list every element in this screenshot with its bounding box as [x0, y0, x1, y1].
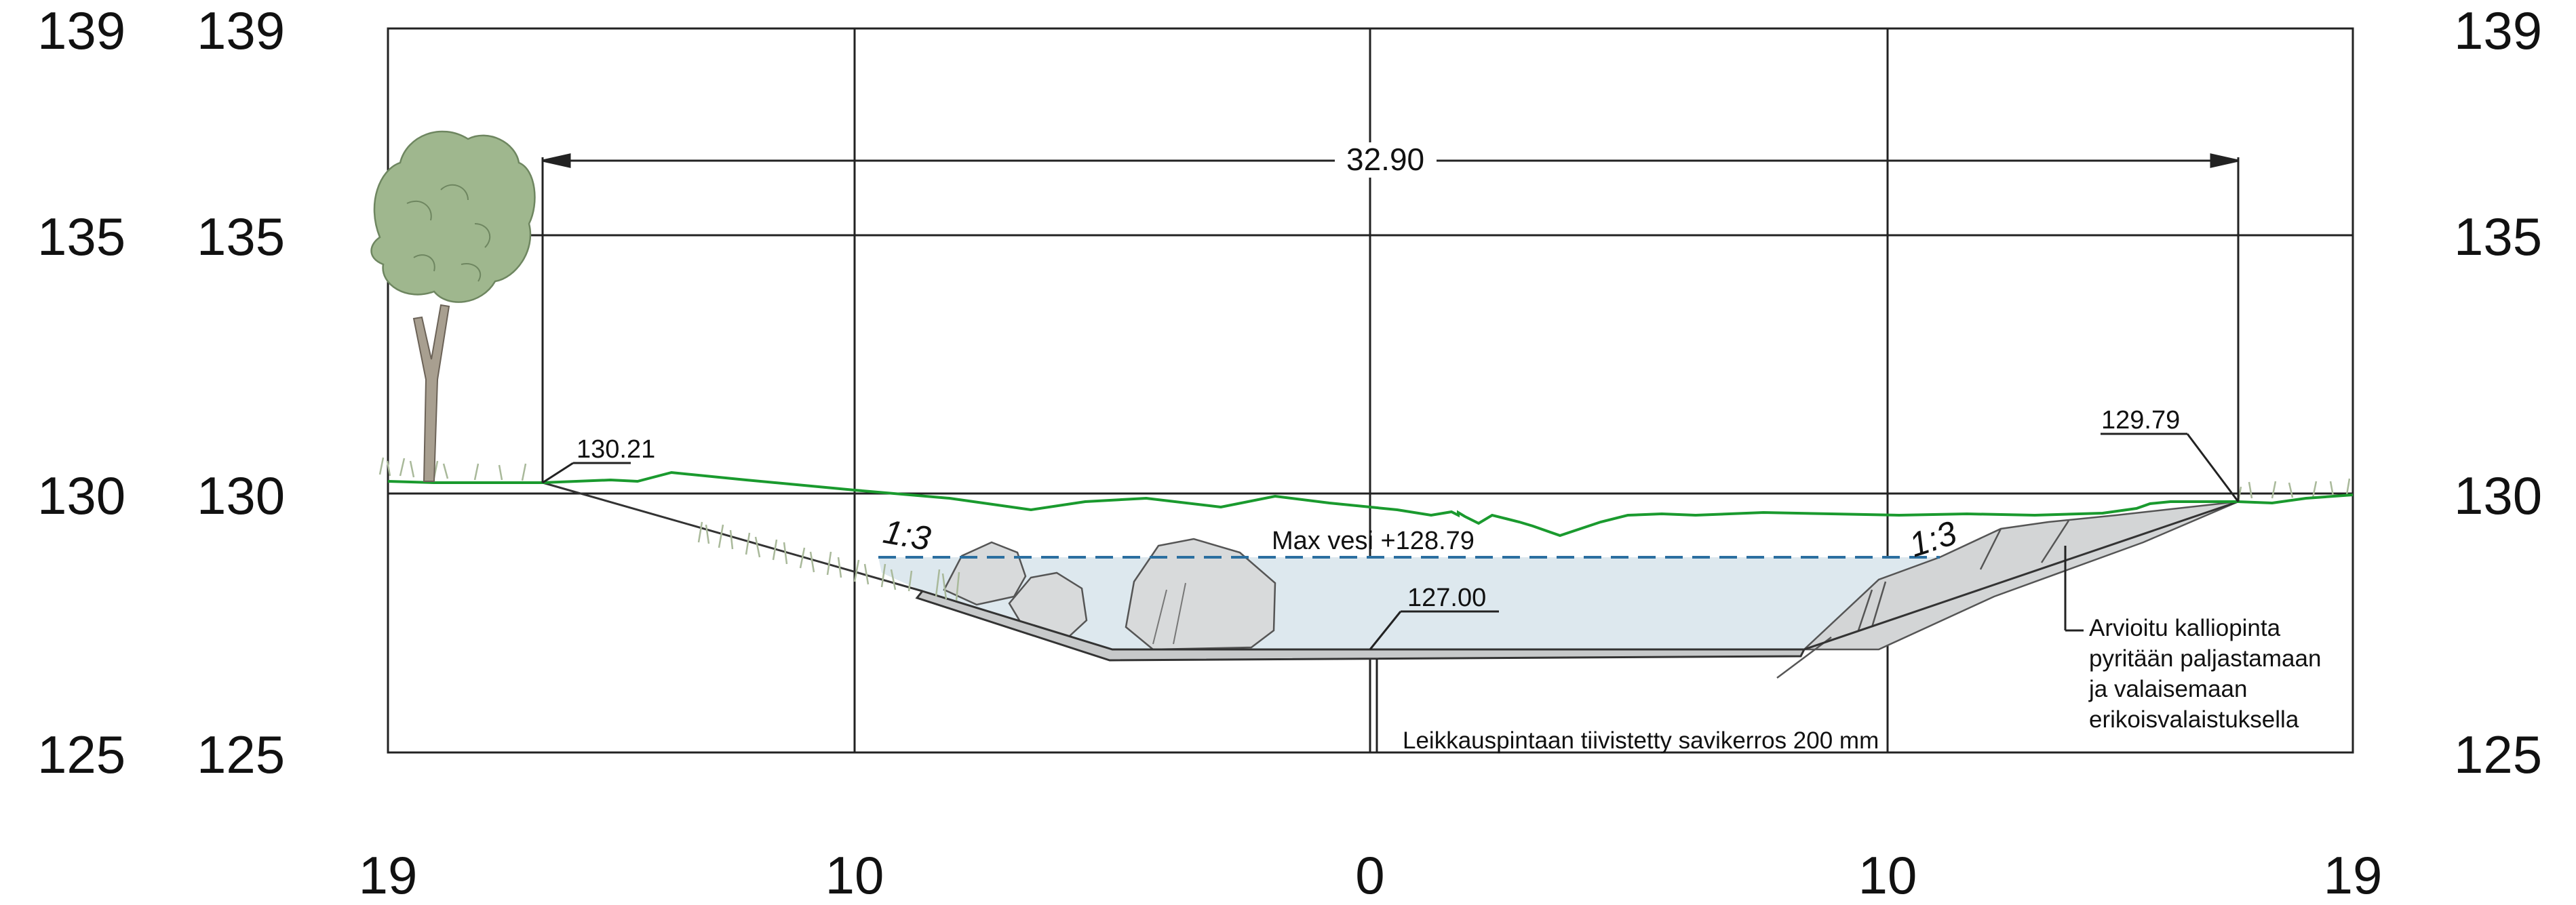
elevation-axis-left-inner: 139 135 130 125: [197, 1, 285, 784]
station-label-10-right: 10: [1858, 845, 1917, 902]
station-label-19-right: 19: [2324, 845, 2383, 902]
clay-layer-note: Leikkauspintaan tiivistetty savikerros 2…: [1375, 659, 1879, 754]
rock: [1125, 538, 1276, 651]
elev-label-130: 130: [197, 466, 285, 525]
left-embankment: [542, 481, 923, 592]
ground-profile: [387, 470, 2354, 538]
elev-label-125: 125: [37, 725, 125, 784]
spot-level-bottom-label: 127.00: [1407, 584, 1486, 612]
station-label-19-left: 19: [359, 845, 418, 902]
clay-layer: [915, 590, 1806, 662]
grass-left-slope: [378, 457, 2351, 601]
right-embankment: [1803, 500, 2239, 651]
arrowhead-left: [542, 153, 571, 168]
spot-level-left-label: 130.21: [577, 435, 655, 464]
elevation-axis-left-outer: 139 135 130 125: [37, 1, 125, 784]
dimension-width: [541, 153, 2240, 502]
elev-label-125: 125: [2454, 725, 2542, 784]
elev-label-139: 139: [2454, 1, 2542, 60]
bedrock-note-line-1: Arvioitu kalliopinta: [2089, 615, 2281, 641]
bedrock-note: Arvioitu kalliopinta pyritään paljastama…: [2064, 546, 2321, 733]
clay-layer-note-text: Leikkauspintaan tiivistetty savikerros 2…: [1403, 727, 1879, 754]
dimension-label: 32.90: [1346, 142, 1424, 177]
spot-level-bottom: 127.00: [1369, 584, 1499, 650]
bedrock-note-line-2: pyritään paljastamaan: [2089, 645, 2321, 672]
max-water-label: Max vesi +128.79: [1272, 527, 1475, 555]
spot-level-right-label: 129.79: [2101, 406, 2180, 435]
arrowhead-right: [2210, 153, 2239, 168]
bedrock-note-line-3: ja valaisemaan: [2088, 676, 2247, 702]
station-label-10-left: 10: [825, 845, 884, 902]
station-label-0: 0: [1355, 845, 1384, 902]
station-axis: 19 10 0 10 19: [359, 845, 2383, 905]
elevation-axis-right: 139 135 130 125: [2454, 1, 2542, 784]
elev-label-135: 135: [37, 207, 125, 266]
elev-label-130: 130: [37, 466, 125, 525]
tree-illustration: [370, 130, 536, 482]
slope-label-left: 1:3: [880, 512, 933, 558]
spot-level-left: 130.21: [542, 435, 655, 484]
bedrock-note-line-4: erikoisvalaistuksella: [2089, 706, 2299, 733]
elev-label-135: 135: [2454, 207, 2542, 266]
elev-label-130: 130: [2454, 466, 2542, 525]
elev-label-139: 139: [197, 1, 285, 60]
elev-label-135: 135: [197, 207, 285, 266]
elev-label-125: 125: [197, 725, 285, 784]
elev-label-139: 139: [37, 1, 125, 60]
spot-level-right: 129.79: [2101, 406, 2240, 502]
